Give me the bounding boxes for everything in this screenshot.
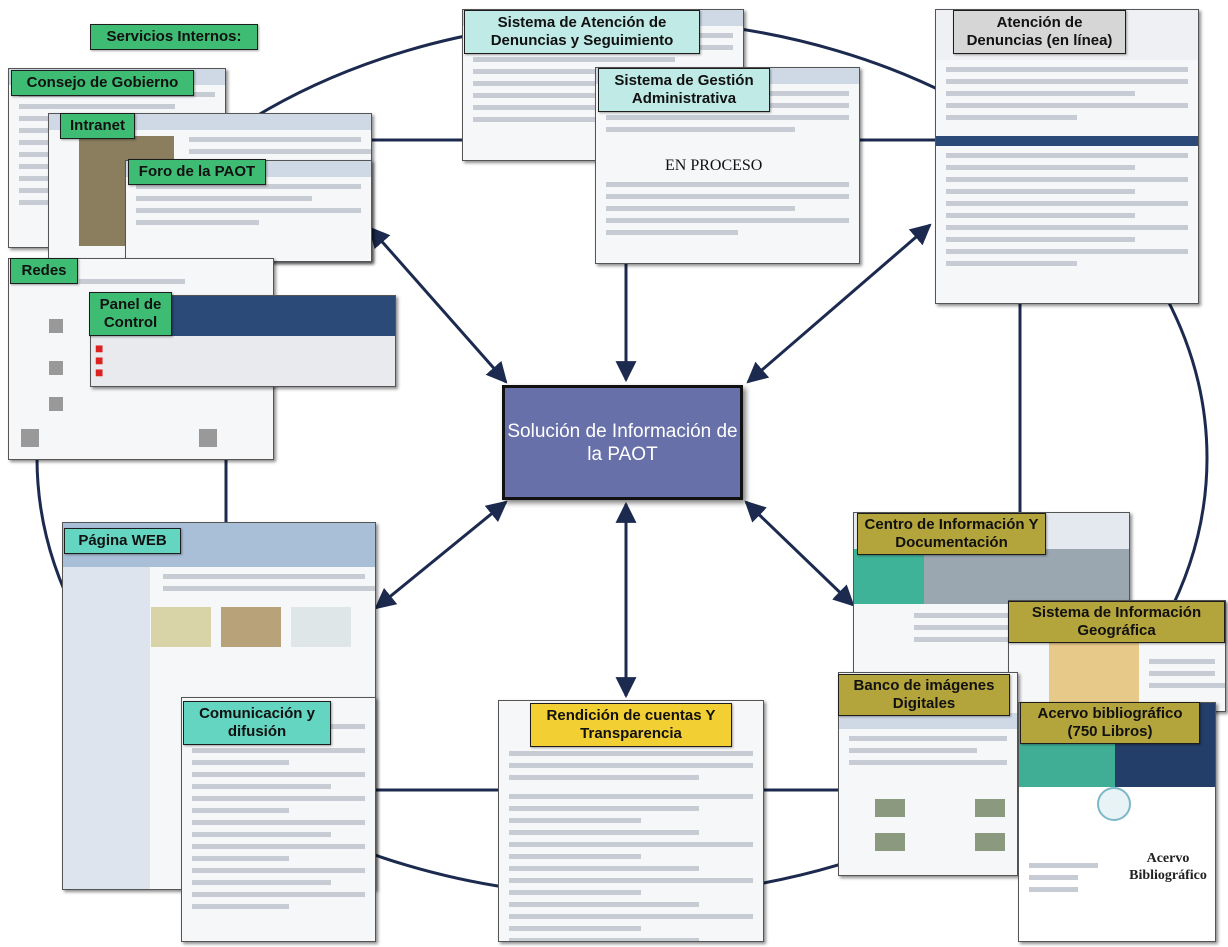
- label-panel: Panel de Control: [89, 292, 172, 336]
- label-pagina-web: Página WEB: [64, 528, 181, 554]
- center-label: Solución de Información de la PAOT: [507, 420, 738, 465]
- label-sistema-gestion: Sistema de Gestión Administrativa: [598, 68, 770, 112]
- sig-screenshot: [1008, 600, 1226, 712]
- label-rendicion: Rendición de cuentas Y Transparencia: [530, 703, 732, 747]
- label-consejo: Consejo de Gobierno: [11, 70, 194, 96]
- center-node: Solución de Información de la PAOT: [502, 385, 743, 500]
- arrow-centro: [744, 500, 855, 607]
- section-title: Servicios Internos:: [90, 24, 258, 50]
- arrow-intranet: [368, 226, 508, 384]
- label-sistema-atencion: Sistema de Atención de Denuncias y Segui…: [464, 10, 700, 54]
- acervo-cover-text: Acervo Bibliográfico: [1129, 851, 1207, 883]
- label-centro-info: Centro de Información Y Documentación: [857, 513, 1046, 555]
- label-foro: Foro de la PAOT: [128, 159, 266, 185]
- label-sig: Sistema de Información Geográfica: [1008, 601, 1225, 643]
- label-comunicacion: Comunicación y difusión: [183, 701, 331, 745]
- label-banco: Banco de imágenes Digitales: [838, 674, 1010, 716]
- paot-logo-icon: [1097, 787, 1131, 821]
- label-redes: Redes: [10, 258, 78, 284]
- label-intranet: Intranet: [60, 113, 135, 139]
- label-acervo: Acervo bibliográfico (750 Libros): [1020, 702, 1200, 744]
- label-atencion-denuncias: Atención de Denuncias (en línea): [953, 10, 1126, 54]
- arrow-denuncias: [746, 223, 932, 384]
- en-proceso-text: EN PROCESO: [665, 157, 763, 174]
- arrow-web: [374, 500, 508, 610]
